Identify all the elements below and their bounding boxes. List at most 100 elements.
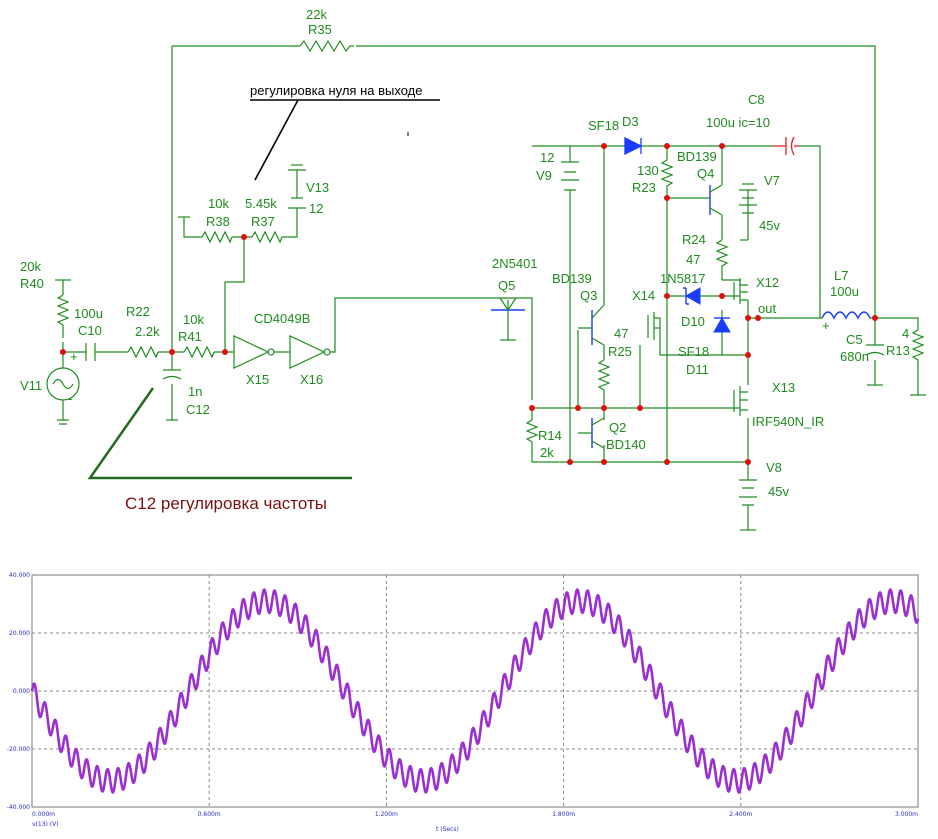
x-tick-label: 3.000m (895, 811, 918, 818)
r35-ref: R35 (308, 22, 332, 37)
v7-value: 45v (759, 218, 780, 233)
diodes (624, 136, 731, 333)
c10-ref: C10 (78, 323, 102, 338)
series-line-v13 (30, 587, 920, 795)
y-tick-label: 40.000 (9, 572, 30, 579)
c12-symbol (162, 369, 182, 380)
l7-symbol: + (821, 311, 871, 333)
zero-adjust-note: регулировка нуля на выходе (250, 83, 422, 98)
x12-symbol (733, 278, 748, 304)
x13-symbol (733, 386, 748, 416)
q2-type: BD140 (606, 437, 646, 452)
v8-source (739, 479, 757, 506)
r14-value: 2k (540, 445, 554, 460)
x-tick-label: 0.600m (198, 811, 221, 818)
svg-text:-: - (68, 391, 72, 406)
x12-ref: X12 (756, 275, 779, 290)
v8-ref: V8 (766, 460, 782, 475)
x13-type: IRF540N_IR (752, 414, 824, 429)
r35-symbol (299, 39, 354, 53)
l7-ref: L7 (834, 268, 848, 283)
q4-ref: Q4 (697, 166, 714, 181)
r22-value: 2.2k (135, 324, 160, 339)
l7-value: 100u (830, 284, 859, 299)
x14-ref: X14 (632, 288, 655, 303)
d10-symbol (683, 287, 701, 305)
y-tick-label: 0.000 (13, 688, 30, 695)
resistors (56, 39, 925, 444)
r41-symbol (183, 345, 215, 359)
inverters (233, 335, 331, 369)
r41-value: 10k (183, 312, 204, 327)
x15-ref: X15 (246, 372, 269, 387)
c5-symbol (865, 344, 885, 356)
r40-value: 20k (20, 259, 41, 274)
y-tick-label: -40.000 (7, 804, 30, 811)
q5-type: 2N5401 (492, 256, 538, 271)
ground-symbols (55, 164, 926, 531)
q5-symbol (491, 297, 525, 311)
v8-value: 45v (768, 484, 789, 499)
x-tick-label: 0.000m (32, 811, 55, 818)
r35-value: 22k (306, 7, 327, 22)
x-tick-label: 1.200m (375, 811, 398, 818)
r22-symbol (127, 345, 159, 359)
x16-symbol (289, 335, 326, 369)
d10-ref: D10 (681, 314, 705, 329)
r38-value: 10k (208, 196, 229, 211)
v11-ref: V11 (20, 378, 42, 393)
r37-value: 5.45k (245, 196, 277, 211)
c10-symbol (85, 343, 96, 361)
v11-source: + - (46, 349, 80, 406)
y-tick-label: 20.000 (9, 630, 30, 637)
v9-value: 12 (540, 150, 554, 165)
nodes (60, 143, 878, 465)
v13-value: 12 (309, 201, 323, 216)
r23-value: 130 (637, 163, 659, 178)
d11-ref: D11 (686, 362, 709, 377)
svg-text:+: + (822, 318, 830, 333)
v9-ref: V9 (536, 168, 552, 183)
r38-symbol (201, 230, 233, 244)
circuit-schematic: + - (20, 7, 926, 531)
q2-ref: Q2 (609, 420, 626, 435)
d3-type: SF18 (588, 118, 619, 133)
cd4049-label: CD4049B (254, 311, 310, 326)
c8-symbol (772, 136, 800, 156)
c10-value: 100u (74, 306, 103, 321)
out-label: out (758, 301, 776, 316)
r38-ref: R38 (206, 214, 230, 229)
r24-symbol (715, 239, 729, 270)
q4-symbol (709, 184, 723, 216)
d11-type: SF18 (678, 344, 709, 359)
v13-source (288, 169, 306, 209)
q3-ref: Q3 (580, 288, 597, 303)
svg-text:+: + (70, 349, 78, 364)
r13-symbol (911, 329, 925, 365)
v7-ref: V7 (764, 173, 780, 188)
d11-symbol (713, 316, 731, 333)
r24-value: 47 (686, 252, 700, 267)
r14-symbol (525, 419, 539, 444)
r25-symbol (597, 359, 611, 395)
x14-symbol (647, 312, 661, 340)
v9-source (561, 161, 579, 191)
r13-ref: R13 (886, 343, 910, 358)
d10-type: 1N5817 (660, 271, 706, 286)
r41-ref: R41 (178, 329, 202, 344)
r24-ref: R24 (682, 232, 706, 247)
c5-ref: C5 (846, 332, 863, 347)
y-tick-label: -20.000 (7, 746, 30, 753)
r37-symbol (251, 230, 283, 244)
d3-ref: D3 (622, 114, 639, 129)
legend-series-name: v(13) (V) (32, 821, 59, 828)
x16-ref: X16 (300, 372, 323, 387)
c8-value: 100u ic=10 (706, 115, 770, 130)
sources: + - (46, 161, 757, 506)
r37-ref: R37 (251, 214, 275, 229)
c8-ref: C8 (748, 92, 765, 107)
r23-ref: R23 (632, 180, 656, 195)
chart-series (30, 587, 920, 795)
